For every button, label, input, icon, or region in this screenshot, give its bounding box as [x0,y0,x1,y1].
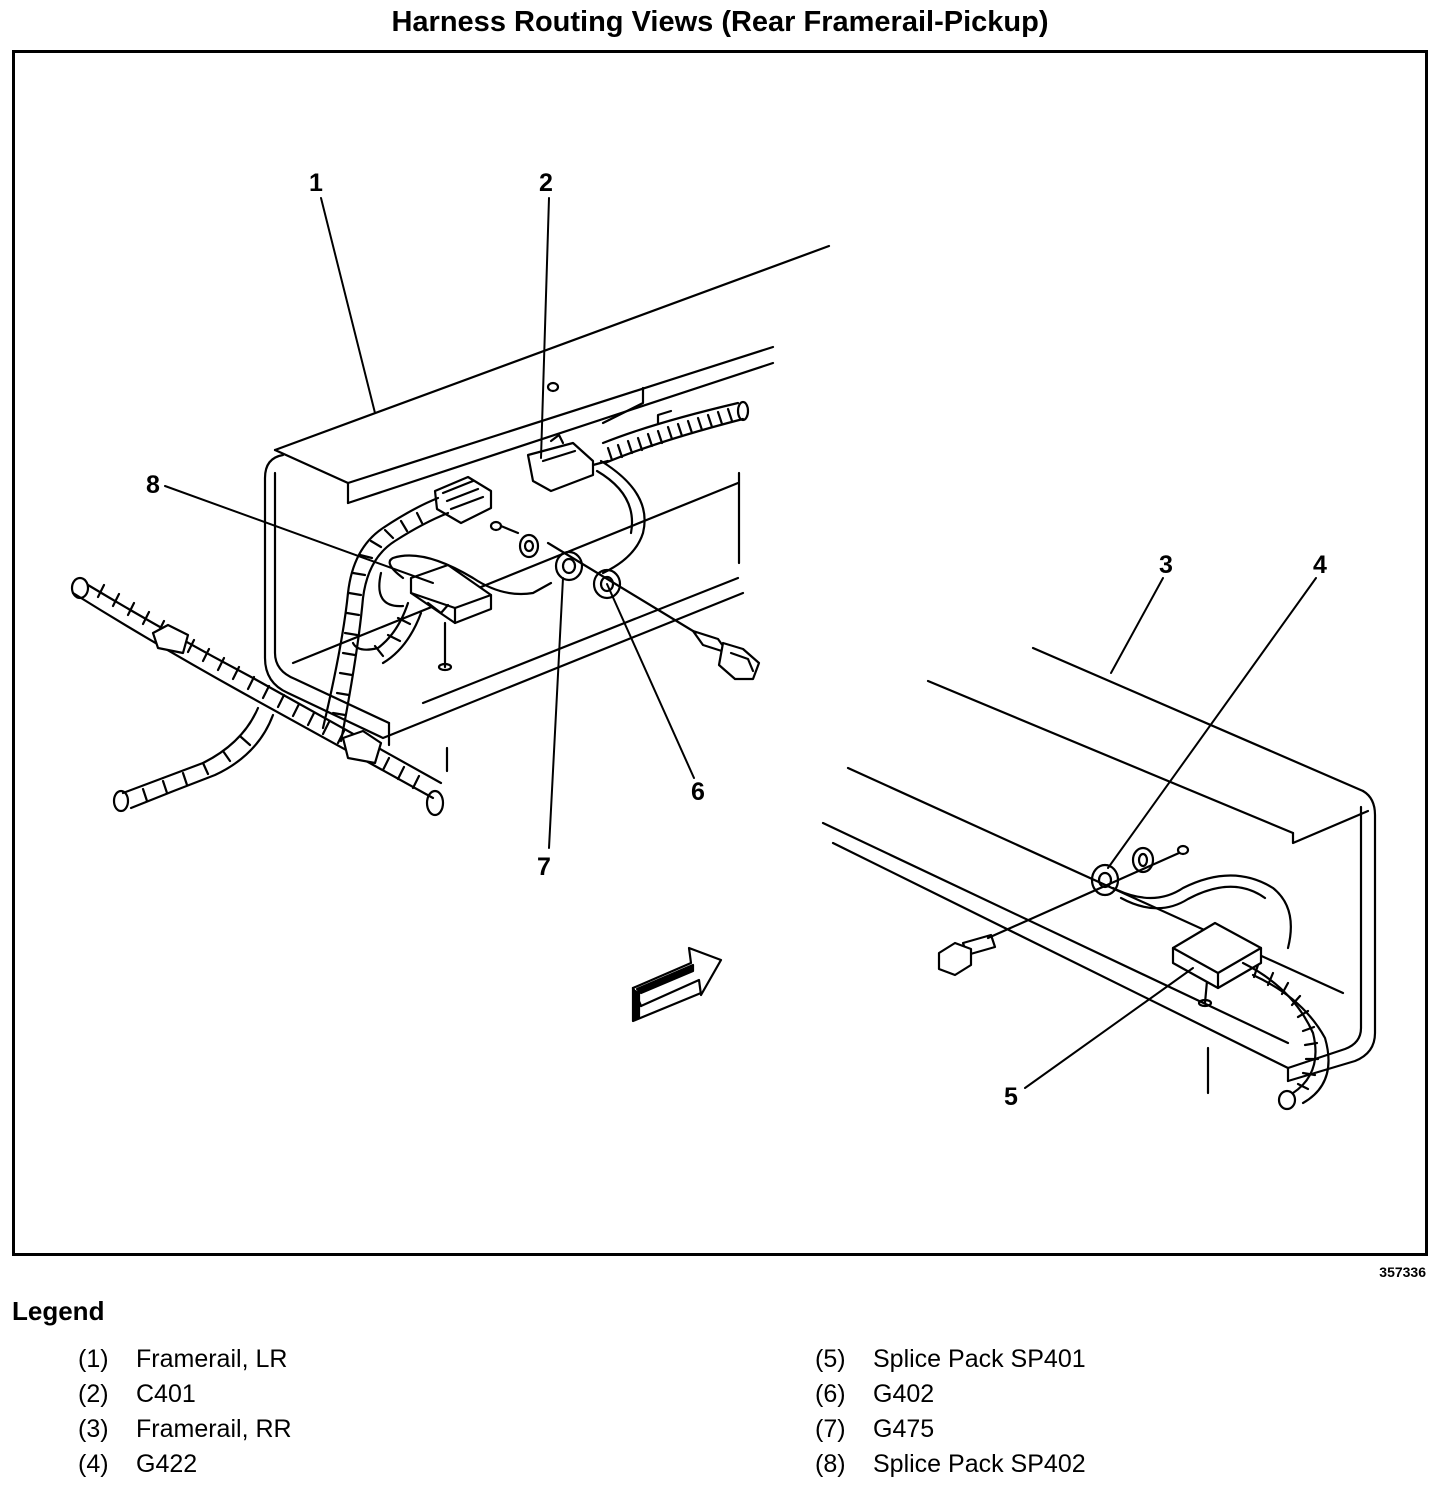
splice-pack-sp401 [1171,921,1263,990]
legend-item-label: G422 [136,1450,198,1478]
legend-item: (6) G402 [815,1380,1086,1415]
legend-item-label: Framerail, RR [136,1415,292,1443]
legend-item-number: (5) [815,1345,846,1373]
callout-4: 4 [1313,551,1327,579]
legend-item: (3) Framerail, RR [78,1415,292,1450]
framerail-rr [821,646,1377,1095]
main-harness-bundle [70,496,450,817]
ground-wires-left [378,459,646,608]
callout-8: 8 [146,471,160,499]
direction-arrow [631,946,723,1023]
connector-c401 [526,433,610,493]
splice-pack-sp402 [409,563,493,625]
callout-2: 2 [539,169,553,197]
legend-column-right: (5) Splice Pack SP401 (6) G402 (7) G475 … [815,1345,1086,1485]
harness-drawing: 1 2 3 4 5 6 7 8 [70,169,1377,1111]
legend-item-label: Splice Pack SP401 [873,1345,1086,1373]
legend-item-label: C401 [136,1380,196,1408]
legend-item: (7) G475 [815,1415,1086,1450]
legend-item: (8) Splice Pack SP402 [815,1450,1086,1485]
legend-item: (1) Framerail, LR [78,1345,292,1380]
legend-item-label: G475 [873,1415,935,1443]
upper-harness [601,386,750,465]
framerail-lr [263,244,831,773]
harness-connector [433,475,493,525]
legend-item-number: (8) [815,1450,846,1478]
legend-item-number: (1) [78,1345,109,1373]
legend-item-label: Framerail, LR [136,1345,288,1373]
legend-item: (5) Splice Pack SP401 [815,1345,1086,1380]
callout-5: 5 [1004,1083,1018,1111]
callout-3: 3 [1159,551,1173,579]
right-harness [1241,961,1330,1111]
legend-item-number: (4) [78,1450,109,1478]
callout-1: 1 [309,169,323,197]
ground-rings-left [489,520,761,681]
legend-item-label: Splice Pack SP402 [873,1450,1086,1478]
legend-item: (4) G422 [78,1450,292,1485]
diagram-frame: 1 2 3 4 5 6 7 8 [12,50,1428,1256]
legend-heading: Legend [12,1296,105,1326]
figure-id: 357336 [1379,1264,1426,1280]
legend-item-number: (6) [815,1380,846,1408]
legend-item-label: G402 [873,1380,935,1408]
ground-rings-right [937,844,1292,977]
legend-item-number: (7) [815,1415,846,1443]
legend-item-number: (2) [78,1380,109,1408]
legend-column-left: (1) Framerail, LR (2) C401 (3) Framerail… [78,1345,292,1485]
callout-7: 7 [537,853,551,881]
legend-item-number: (3) [78,1415,109,1443]
legend-item: (2) C401 [78,1380,292,1415]
callout-numbers: 1 2 3 4 5 6 7 8 [146,169,1327,1111]
callout-leaders [164,197,1317,1089]
callout-6: 6 [691,778,705,806]
diagram-title: Harness Routing Views (Rear Framerail-Pi… [391,6,1049,38]
